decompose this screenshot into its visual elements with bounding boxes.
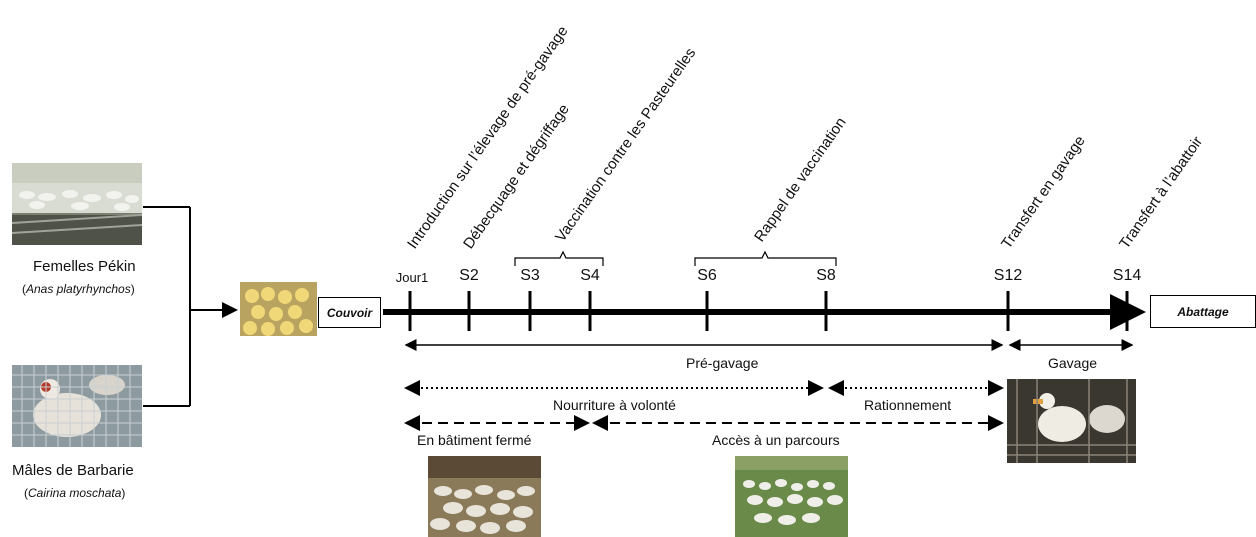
tick-s14: S14 bbox=[1112, 267, 1142, 284]
phase-parcours: Accès à un parcours bbox=[712, 432, 840, 448]
source-connector bbox=[143, 206, 238, 407]
tick-jour1: Jour1 bbox=[395, 270, 429, 285]
barbarie-sci-open: ( bbox=[24, 486, 28, 500]
pekin-ducks-photo bbox=[12, 163, 142, 245]
barbarie-sci: Cairina moschata bbox=[28, 486, 122, 500]
barbarie-sci-close: ) bbox=[121, 486, 126, 500]
phase-batiment: En bâtiment fermé bbox=[417, 432, 532, 448]
gavage-cage-photo bbox=[1007, 379, 1136, 463]
phase-gavage: Gavage bbox=[1048, 355, 1098, 371]
tick-s12: S12 bbox=[993, 267, 1023, 284]
barbarie-label: Mâles de Barbarie bbox=[12, 462, 134, 479]
phase-nourriture: Nourriture à volonté bbox=[553, 397, 676, 413]
tick-s8: S8 bbox=[816, 267, 836, 284]
tick-s4: S4 bbox=[580, 267, 600, 284]
tick-s6: S6 bbox=[697, 267, 717, 284]
pekin-sci-open: ( bbox=[22, 282, 26, 296]
tick-marks bbox=[408, 291, 1129, 331]
tick-s2: S2 bbox=[459, 267, 479, 284]
pekin-sci: Anas platyrhynchos bbox=[26, 282, 131, 296]
phase-pre-gavage: Pré-gavage bbox=[686, 355, 759, 371]
barbarie-scientific-name: (Cairina moschata) bbox=[24, 484, 125, 500]
pekin-label: Femelles Pékin bbox=[33, 258, 136, 275]
parcours-photo bbox=[735, 456, 848, 537]
ducklings-photo bbox=[240, 282, 317, 336]
barn-photo bbox=[428, 456, 541, 537]
rappel-bracket bbox=[694, 250, 837, 266]
tick-s3: S3 bbox=[520, 267, 540, 284]
barbarie-duck-photo bbox=[12, 365, 142, 447]
pekin-scientific-name: (Anas platyrhynchos) bbox=[22, 280, 135, 296]
abattage-box: Abattage bbox=[1150, 295, 1256, 328]
pekin-sci-close: ) bbox=[130, 282, 135, 296]
vaccination-bracket bbox=[514, 250, 604, 266]
couvoir-box: Couvoir bbox=[318, 297, 381, 328]
phase-rationnement: Rationnement bbox=[864, 397, 952, 413]
